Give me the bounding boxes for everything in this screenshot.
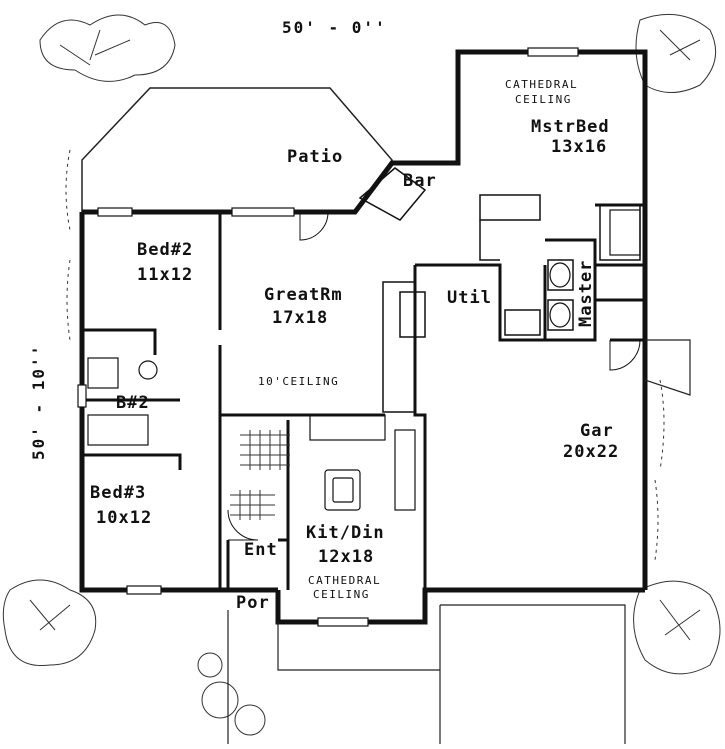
fireplace	[382, 281, 426, 413]
great-room-note: 10'CEILING	[258, 375, 339, 388]
util-label: Util	[447, 288, 492, 308]
kitchen-name: Kit/Din	[306, 523, 385, 543]
entry-label: Ent	[244, 540, 278, 560]
bath-fixtures	[87, 209, 641, 446]
master-bed-note-1: CATHEDRAL	[505, 78, 578, 91]
bed3-name: Bed#3	[90, 483, 146, 503]
kitchen-size: 12x18	[318, 547, 374, 567]
kitchen-fixtures	[309, 414, 416, 511]
bar-counter	[358, 167, 427, 221]
garage-size: 20x22	[563, 442, 619, 462]
bar-label: Bar	[403, 171, 437, 191]
bed3-size: 10x12	[96, 508, 152, 528]
master-bed-size: 13x16	[551, 137, 607, 157]
porch-label: Por	[236, 593, 270, 613]
master-bed-note-2: CEILING	[515, 93, 572, 106]
kitchen-note-2: CEILING	[313, 588, 370, 601]
driveway	[227, 339, 691, 744]
patio-label: Patio	[287, 147, 343, 167]
bed2-name: Bed#2	[137, 240, 193, 260]
master-bed-name: MstrBed	[531, 117, 610, 137]
depth-dimension: 50' - 10''	[29, 344, 48, 460]
width-dimension: 50' - 0''	[282, 18, 387, 37]
garage-name: Gar	[580, 421, 614, 441]
bed2-size: 11x12	[137, 265, 193, 285]
interior-walls	[82, 203, 645, 592]
landscaping	[2, 13, 721, 736]
exterior-walls	[79, 49, 648, 625]
windows	[77, 47, 579, 627]
kitchen-note-1: CATHEDRAL	[308, 574, 381, 587]
great-room-size: 17x18	[272, 308, 328, 328]
bath2-label: B#2	[116, 393, 150, 413]
patio-outline	[81, 87, 393, 213]
master-bath-label: Master	[576, 260, 596, 327]
great-room-name: GreatRm	[264, 285, 343, 305]
doors	[227, 211, 641, 541]
entry-tile	[230, 430, 290, 520]
